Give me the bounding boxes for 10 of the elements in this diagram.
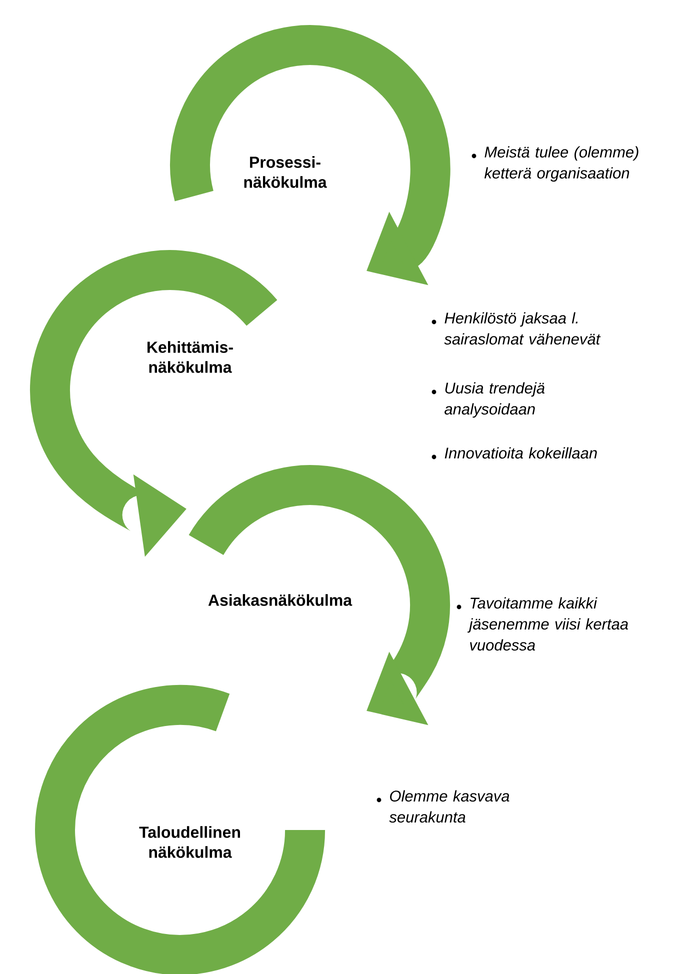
bullet-item: Meistä tulee (olemme) ketterä organisaation: [472, 146, 638, 182]
bullet-item: Uusia trendejä analysoidaan: [432, 382, 544, 418]
heading-text: Taloudellinen näkökulma: [139, 826, 240, 858]
heading-text: Kehittämis- näkökulma: [148, 341, 233, 373]
bullet-item: Innovatioita kokeillaan: [432, 447, 597, 460]
bullet-item: Olemme kasvava seurakunta: [376, 790, 510, 823]
heading-text: Asiakasnäkökulma: [208, 594, 352, 606]
bullet-item: Henkilöstö jaksaa l. sairaslomat vähenevät: [432, 312, 601, 345]
bullet-item: Tavoitamme kaikki jäsenemme viisi kertaa vuodessa: [456, 597, 628, 651]
heading-text: Prosessi- näkökulma: [244, 156, 327, 188]
